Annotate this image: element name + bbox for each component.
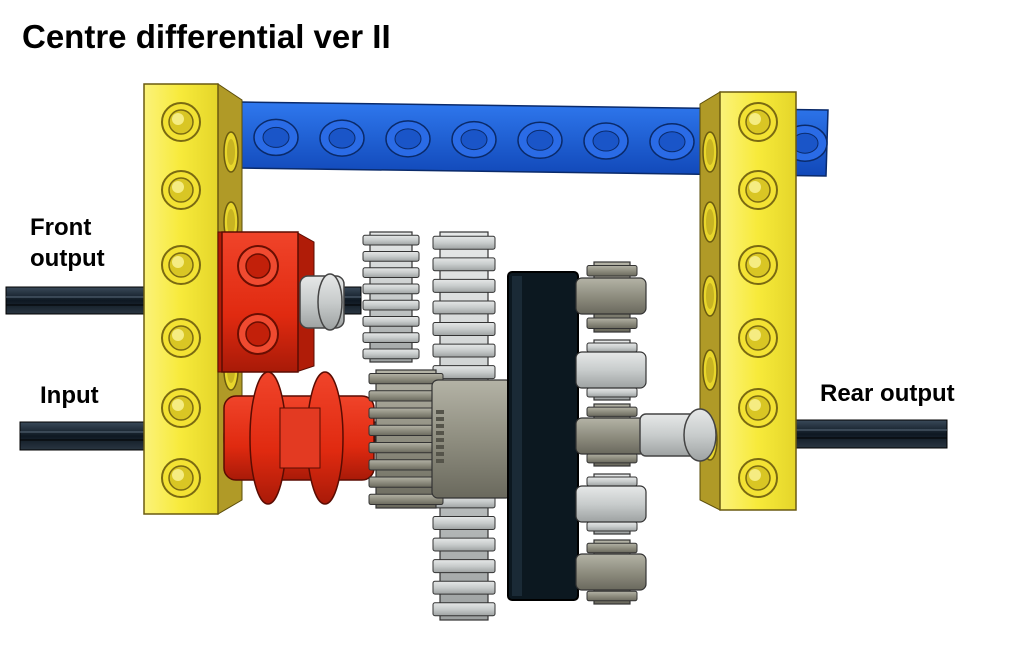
pinion-shaft — [576, 554, 646, 590]
diagram-title: Centre differential ver II — [22, 18, 391, 56]
pinion-shaft — [576, 486, 646, 522]
pinion-shaft — [576, 352, 646, 388]
input-label: Input — [40, 380, 99, 411]
front-bushing — [300, 274, 344, 330]
gear-train — [363, 232, 512, 620]
pinion-shaft — [576, 278, 646, 314]
pinion-shaft — [576, 418, 646, 454]
front-output-label: Front output — [30, 212, 105, 274]
rear-output-label: Rear output — [820, 378, 955, 409]
differential-housing — [508, 272, 578, 600]
front-output-label-line1: Front — [30, 212, 105, 243]
rear-bushing — [640, 409, 716, 461]
rear-gear-stack — [576, 262, 646, 604]
red-clutch — [224, 372, 374, 504]
front-small-gear — [363, 232, 419, 362]
front-output-label-line2: output — [30, 243, 105, 274]
